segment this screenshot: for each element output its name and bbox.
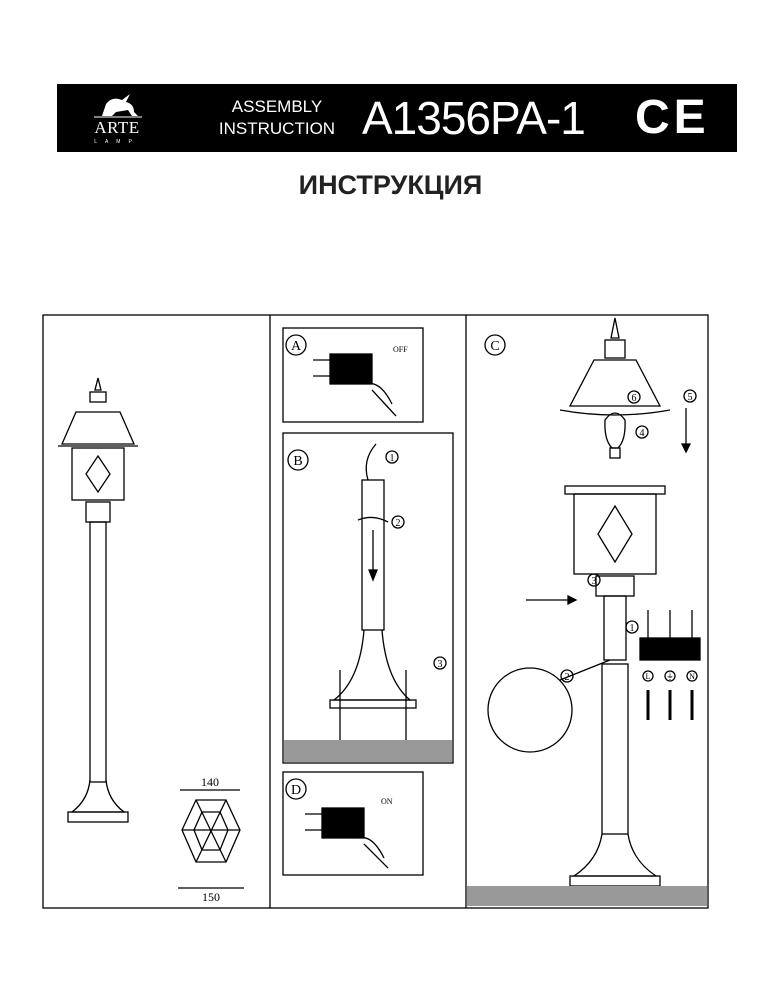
breaker-icon — [329, 353, 373, 385]
diagram-line — [609, 447, 621, 459]
diagram-label: 3 — [438, 659, 443, 670]
diagram-line — [391, 515, 405, 529]
diagram-line — [635, 425, 649, 439]
diagram-label: 3 — [592, 576, 597, 587]
diagram-line — [433, 656, 447, 670]
diagram-line — [610, 317, 620, 339]
document-type: ASSEMBLY INSTRUCTION — [218, 97, 336, 138]
diagram-line — [94, 377, 102, 391]
diagram-line — [61, 411, 135, 445]
diagram-line — [467, 886, 707, 906]
hand-icon — [365, 382, 397, 417]
ce-mark: CE — [635, 91, 710, 144]
breaker-icon — [321, 807, 365, 839]
lamp-overview-drawing — [58, 377, 138, 823]
diagram-line — [568, 359, 662, 407]
terminal-n: N — [689, 672, 695, 681]
diagram-line — [195, 799, 227, 863]
dimension-top: 140 — [201, 775, 219, 789]
diagram-line — [627, 390, 641, 404]
panel-d — [282, 771, 424, 876]
switch-state-on: ON — [381, 797, 393, 806]
diagram-line — [595, 575, 635, 597]
diagram-line — [102, 94, 138, 116]
diagram-label: 6 — [632, 393, 637, 404]
diagram-line — [285, 334, 307, 356]
diagram-line — [385, 450, 399, 464]
panel-d-label: D — [291, 783, 301, 798]
diagram-line — [597, 504, 633, 564]
diagram-line — [680, 443, 692, 454]
diagram-line — [587, 573, 601, 587]
hand-icon — [357, 836, 389, 869]
diagram-line: L ⏚ N — [642, 670, 698, 682]
diagram-line — [559, 409, 671, 416]
diagram-label: 5 — [688, 392, 693, 403]
diagram-label: 4 — [640, 428, 645, 439]
diagram-line — [573, 493, 657, 575]
panel-c-label: C — [490, 339, 499, 354]
detail-zoom-circle — [487, 667, 573, 753]
diagram-line — [686, 670, 698, 682]
diagram-line — [357, 516, 389, 523]
diagram-line — [560, 669, 574, 683]
diagram-line — [601, 663, 629, 835]
diagram-line — [89, 521, 107, 783]
diagram-line — [564, 485, 666, 495]
diagram-label: 1 — [390, 453, 395, 464]
diagram-line — [67, 811, 129, 823]
diagram-frame — [42, 314, 709, 909]
diagram-line: 1 2 3 4 5 6 L ⏚ N — [560, 389, 698, 683]
panel-b — [282, 432, 454, 764]
bulb-icon — [604, 412, 626, 449]
header-banner: ARTE LAMP ASSEMBLY INSTRUCTION A1356PA-1… — [57, 84, 737, 152]
diagram-label: 2 — [396, 518, 401, 529]
diagram-line — [642, 670, 654, 682]
dimension-bottom: 150 — [202, 890, 220, 904]
diagram-line — [365, 443, 377, 481]
panel-a — [282, 327, 424, 423]
terminal-block — [639, 610, 701, 720]
diagram-line — [329, 699, 417, 709]
diagram-line — [664, 670, 676, 682]
page-title: ИНСТРУКЦИЯ — [298, 170, 483, 200]
diagram-line — [85, 501, 111, 523]
ground-hatch — [284, 740, 452, 762]
arte-lamp-logo: ARTE LAMP — [82, 90, 152, 148]
diagram-line — [569, 875, 661, 887]
terminal-l: L — [646, 672, 651, 681]
diagram-label: 1 — [630, 623, 635, 634]
base-dimension-drawing: 140 150 — [178, 775, 244, 904]
diagram-line — [571, 833, 659, 877]
diagram-line — [89, 391, 107, 403]
diagram-label: 2 — [565, 672, 570, 683]
diagram-line — [71, 447, 125, 501]
terminal-ground: ⏚ — [666, 672, 674, 681]
diagram-line: 1 2 3 — [385, 450, 447, 670]
diagram-line — [361, 479, 385, 631]
griffin-icon — [94, 94, 142, 118]
diagram-line — [70, 779, 126, 813]
diagram-line — [332, 629, 412, 701]
diagram-line — [285, 778, 307, 800]
diagram-line — [559, 659, 611, 681]
panel-b-label: B — [293, 454, 302, 469]
diagram-line — [368, 569, 378, 582]
diagram-line — [603, 595, 627, 661]
diagram-line — [287, 449, 309, 471]
lamp-assembly-drawing — [467, 317, 707, 906]
panel-a-label: A — [291, 339, 302, 354]
switch-state-off: OFF — [393, 345, 408, 354]
diagram-line — [625, 620, 639, 634]
diagram-line — [604, 339, 626, 359]
diagram-line — [639, 637, 701, 661]
diagram-line — [567, 594, 578, 606]
diagram-line — [683, 389, 697, 403]
diagram-line — [85, 454, 111, 494]
model-number: A1356PA-1 — [362, 92, 586, 144]
diagram-line — [484, 334, 506, 356]
